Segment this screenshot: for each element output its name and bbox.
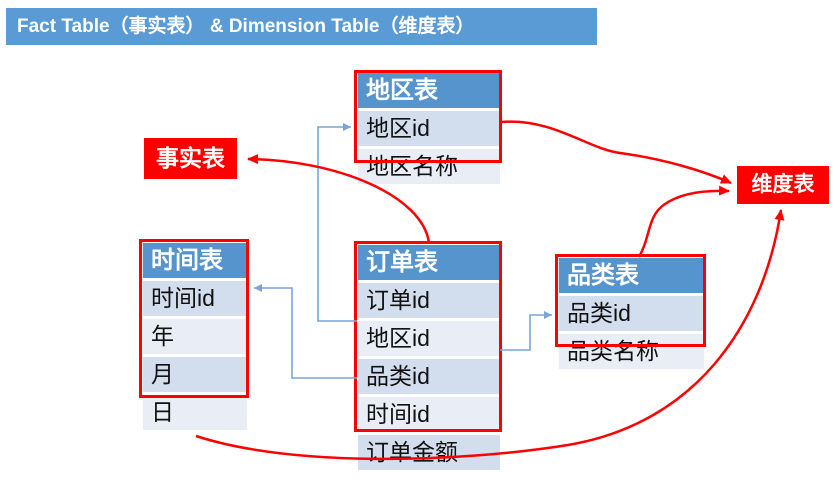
highlight-box-time	[139, 239, 249, 398]
fact-table-label: 事实表	[144, 138, 237, 179]
page-title: Fact Table（事实表） & Dimension Table（维度表）	[6, 8, 597, 45]
dimension-table-label: 维度表	[737, 166, 829, 204]
fk-arrow-order-to-region	[317, 123, 357, 322]
highlight-box-region	[354, 70, 502, 163]
fk-arrow-order-to-category	[500, 311, 552, 351]
table-order-row-amount: 订单金额	[358, 435, 500, 470]
arrow-category-to-dimension-label	[637, 185, 730, 258]
arrow-region-to-dimension-label	[501, 120, 732, 185]
highlight-box-order	[354, 241, 502, 432]
table-region-header: 地区表	[358, 73, 500, 108]
table-time-row-day: 日	[143, 395, 247, 430]
table-region-row-id: 地区id	[358, 111, 500, 146]
highlight-box-category	[555, 254, 706, 347]
fk-arrow-order-to-time	[254, 284, 357, 379]
